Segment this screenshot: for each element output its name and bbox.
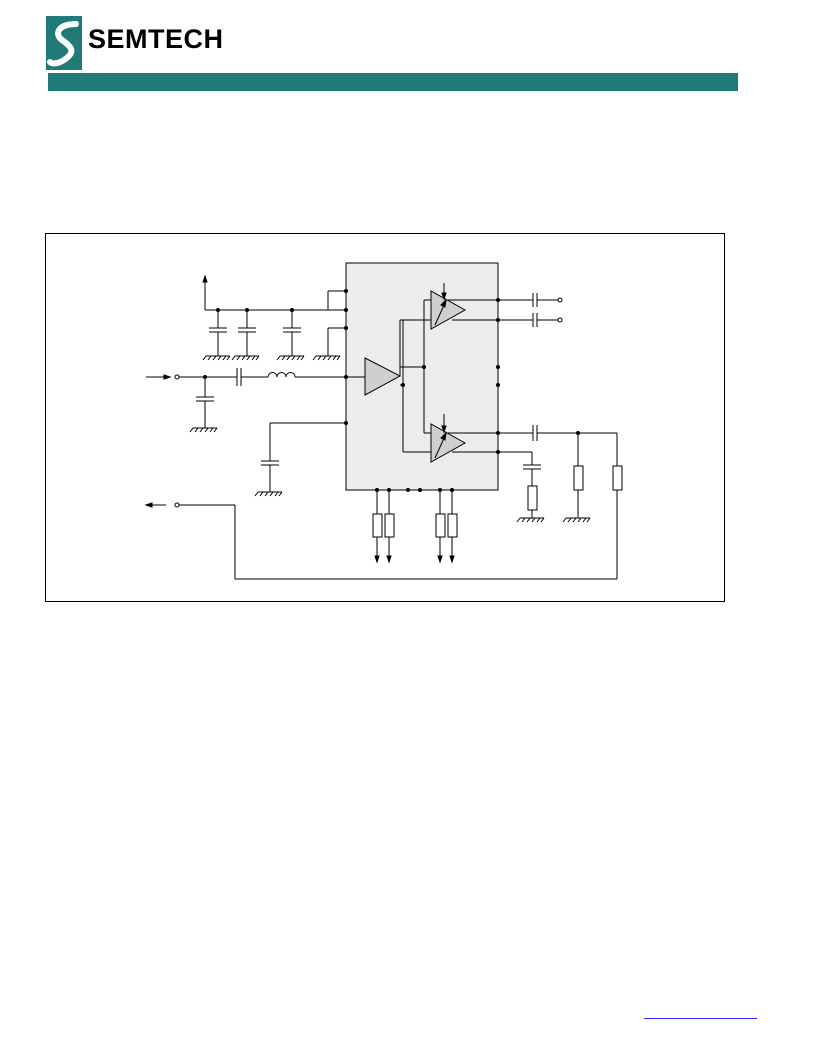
output-arrow-icon (144, 502, 166, 508)
page-header: SEMTECH (0, 0, 816, 100)
header-accent-bar (48, 73, 738, 91)
input-arrow-icon (146, 374, 172, 380)
bottom-resistors (372, 490, 458, 564)
supply-arrow-icon (202, 274, 208, 310)
semtech-logo-icon (46, 16, 82, 70)
inductor (267, 372, 296, 378)
logo-wordmark: SEMTECH (88, 24, 224, 54)
footer-link-underline[interactable] (644, 1018, 757, 1019)
decoupling-capacitors (202, 310, 305, 361)
application-circuit-schematic (45, 233, 725, 602)
schematic-diagram (144, 262, 623, 580)
lower-vga (430, 414, 467, 463)
